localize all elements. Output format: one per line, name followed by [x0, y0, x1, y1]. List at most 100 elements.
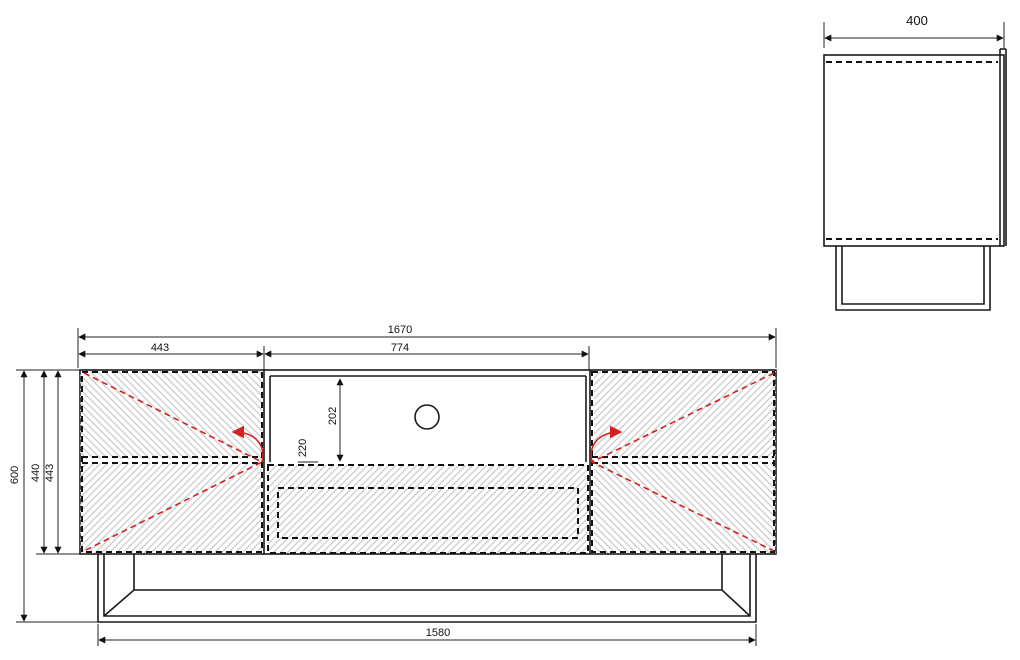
groove-line — [755, 463, 776, 484]
groove-line — [757, 440, 776, 459]
groove-line — [615, 463, 707, 553]
groove-line — [80, 463, 109, 492]
total-height-label: 600 — [9, 466, 21, 484]
door-height-label: 443 — [44, 464, 56, 482]
groove-line — [173, 371, 262, 459]
groove-line — [517, 482, 588, 553]
groove-line — [566, 531, 588, 553]
groove-line — [405, 465, 495, 553]
opening-height-label: 202 — [327, 407, 339, 425]
groove-line — [750, 433, 776, 459]
groove-line — [0, 371, 66, 459]
groove-line — [454, 465, 544, 553]
groove-line — [122, 463, 214, 553]
groove-line — [82, 371, 172, 459]
groove-line — [475, 465, 565, 553]
groove-line — [307, 465, 397, 553]
groove-line — [80, 388, 151, 459]
groove-line — [793, 371, 881, 459]
groove-line — [300, 465, 390, 553]
groove-line — [629, 463, 721, 553]
groove-line — [391, 465, 481, 553]
groove-line — [608, 463, 700, 553]
cabinet-outline — [79, 369, 777, 555]
groove-line — [272, 465, 362, 553]
groove-line — [398, 465, 488, 553]
groove-line — [215, 371, 262, 418]
groove-line — [356, 465, 446, 553]
groove-line — [496, 465, 586, 553]
groove-line — [833, 463, 923, 553]
groove-line — [87, 463, 179, 553]
groove-line — [594, 489, 658, 553]
groove-line — [0, 465, 4, 553]
groove-line — [594, 524, 623, 553]
left-door-pattern-top — [0, 371, 262, 459]
groove-line — [652, 371, 742, 459]
center-opening-width-label: 774 — [391, 342, 409, 354]
groove-line — [720, 463, 776, 519]
groove-line — [594, 510, 637, 553]
groove-line — [80, 463, 151, 534]
groove-line — [166, 371, 256, 459]
groove-line — [80, 423, 116, 459]
groove-line — [706, 463, 776, 533]
groove-line — [0, 371, 24, 459]
groove-line — [826, 463, 916, 553]
drawer-dashed-outline — [267, 464, 589, 554]
groove-line — [699, 463, 776, 540]
groove-line — [594, 371, 637, 414]
groove-line — [0, 371, 73, 459]
groove-line — [854, 463, 944, 553]
overall-width-label: 1670 — [388, 324, 412, 336]
groove-line — [861, 463, 951, 553]
groove-line — [268, 465, 292, 489]
groove-line — [131, 371, 221, 459]
groove-line — [192, 483, 262, 553]
groove-line — [701, 384, 776, 459]
groove-line — [80, 409, 130, 459]
groove-line — [321, 465, 411, 553]
groove-line — [80, 463, 116, 499]
groove-line — [349, 465, 439, 553]
groove-line — [764, 447, 776, 459]
groove-line — [594, 371, 623, 400]
groove-line — [293, 465, 383, 553]
groove-line — [0, 371, 45, 459]
groove-line — [377, 465, 467, 553]
front-dimensions: 1670 443 774 600 440 443 1580 — [9, 324, 777, 646]
groove-line — [594, 496, 651, 553]
groove-line — [594, 475, 672, 553]
groove-line — [129, 463, 221, 553]
groove-line — [666, 371, 756, 459]
left-door-opening-arrow — [231, 425, 264, 463]
left-door-hinge-lines — [83, 372, 264, 552]
front-leg-frame-outer — [97, 554, 757, 623]
groove-line — [222, 371, 262, 411]
groove-line — [80, 463, 144, 527]
groove-line — [594, 517, 630, 553]
groove-line — [645, 371, 735, 459]
groove-line — [805, 463, 895, 553]
groove-line — [80, 430, 109, 459]
groove-line — [0, 371, 31, 459]
groove-line — [680, 371, 770, 459]
groove-line — [727, 463, 776, 512]
groove-line — [741, 463, 776, 498]
groove-line — [468, 465, 558, 553]
groove-line — [80, 437, 102, 459]
right-door-pattern-top — [594, 371, 916, 459]
groove-line — [610, 371, 700, 459]
groove-line — [603, 371, 693, 459]
groove-line — [243, 371, 262, 390]
groove-line — [828, 371, 916, 459]
groove-line — [80, 395, 144, 459]
side-leg-frame-outer — [835, 246, 991, 311]
groove-line — [268, 465, 334, 531]
groove-line — [80, 463, 165, 548]
groove-line — [0, 371, 38, 459]
groove-line — [229, 371, 262, 404]
groove-line — [777, 463, 867, 553]
groove-line — [194, 371, 262, 439]
groove-line — [412, 465, 502, 553]
